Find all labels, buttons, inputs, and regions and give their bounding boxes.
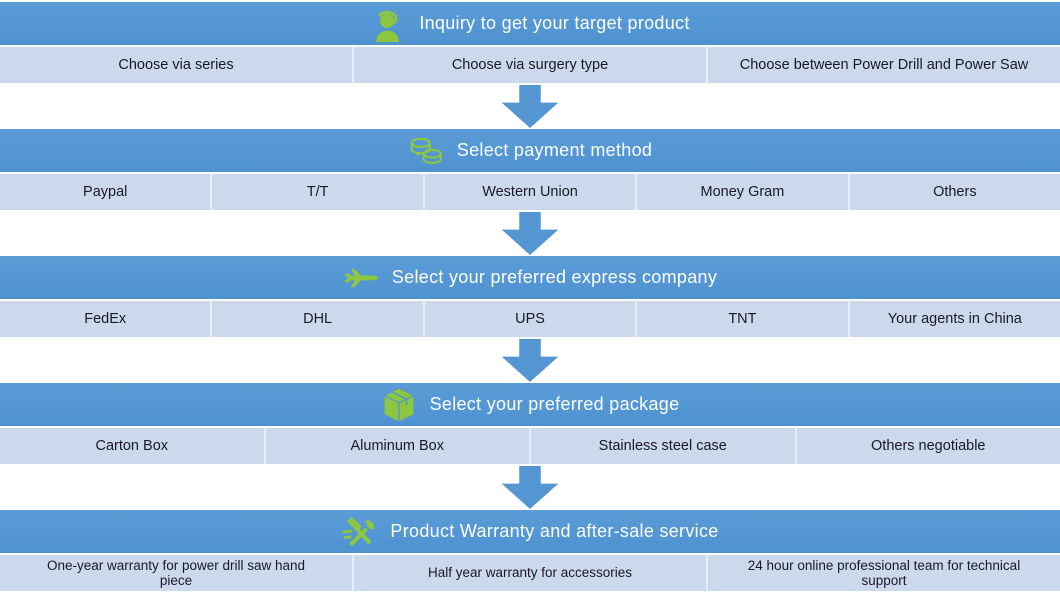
section-title: Inquiry to get your target product	[419, 13, 690, 33]
section-header-inquiry: Inquiry to get your target product	[0, 2, 1060, 45]
support-agent-icon	[370, 5, 406, 43]
option-cell: Choose between Power Drill and Power Saw	[706, 47, 1060, 83]
section-header-express: Select your preferred express company	[0, 256, 1060, 299]
section-header-payment: Select payment method	[0, 129, 1060, 172]
section-header-warranty: Product Warranty and after-sale service	[0, 510, 1060, 553]
flow-arrow-gap	[0, 210, 1060, 256]
option-cell: T/T	[210, 174, 422, 210]
down-arrow-icon	[501, 212, 559, 255]
option-cell: TNT	[635, 301, 847, 337]
section-title: Select your preferred express company	[391, 267, 718, 287]
section-title: Select your preferred package	[429, 394, 680, 414]
option-cell: Carton Box	[95, 437, 169, 454]
option-cell: Others	[847, 174, 1060, 210]
options-row-payment: Paypal T/T Western Union Money Gram Othe…	[0, 174, 1060, 210]
section-title: Select payment method	[456, 140, 653, 160]
option-cell: Choose via series	[118, 56, 234, 73]
section-header-package: Select your preferred package	[0, 383, 1060, 426]
option-cell: Your agents in China	[847, 301, 1060, 337]
option-cell: Stainless steel case	[529, 428, 795, 464]
coins-icon	[408, 132, 444, 170]
option-cell: Western Union	[422, 174, 635, 210]
option-cell: FedEx	[84, 310, 127, 327]
option-cell: UPS	[422, 301, 635, 337]
option-cell: One-year warranty for power drill saw ha…	[46, 557, 306, 588]
option-cell: DHL	[210, 301, 422, 337]
option-cell: 24 hour online professional team for tec…	[706, 555, 1060, 591]
down-arrow-icon	[501, 85, 559, 128]
plane-icon	[343, 259, 379, 297]
option-cell: Choose via surgery type	[352, 47, 706, 83]
option-cell: Half year warranty for accessories	[352, 555, 706, 591]
options-row-warranty: One-year warranty for power drill saw ha…	[0, 555, 1060, 591]
tools-icon	[341, 513, 377, 551]
options-row-package: Carton Box Aluminum Box Stainless steel …	[0, 428, 1060, 464]
option-cell: Money Gram	[635, 174, 847, 210]
options-row-inquiry: Choose via series Choose via surgery typ…	[0, 47, 1060, 83]
option-cell: Others negotiable	[794, 428, 1060, 464]
down-arrow-icon	[501, 339, 559, 382]
option-cell: Aluminum Box	[263, 428, 530, 464]
flow-arrow-gap	[0, 337, 1060, 383]
flow-arrow-gap	[0, 83, 1060, 129]
package-icon	[381, 386, 417, 424]
section-title: Product Warranty and after-sale service	[390, 521, 719, 541]
flow-arrow-gap	[0, 464, 1060, 510]
down-arrow-icon	[501, 466, 559, 509]
option-cell: Paypal	[83, 183, 128, 200]
options-row-express: FedEx DHL UPS TNT Your agents in China	[0, 301, 1060, 337]
